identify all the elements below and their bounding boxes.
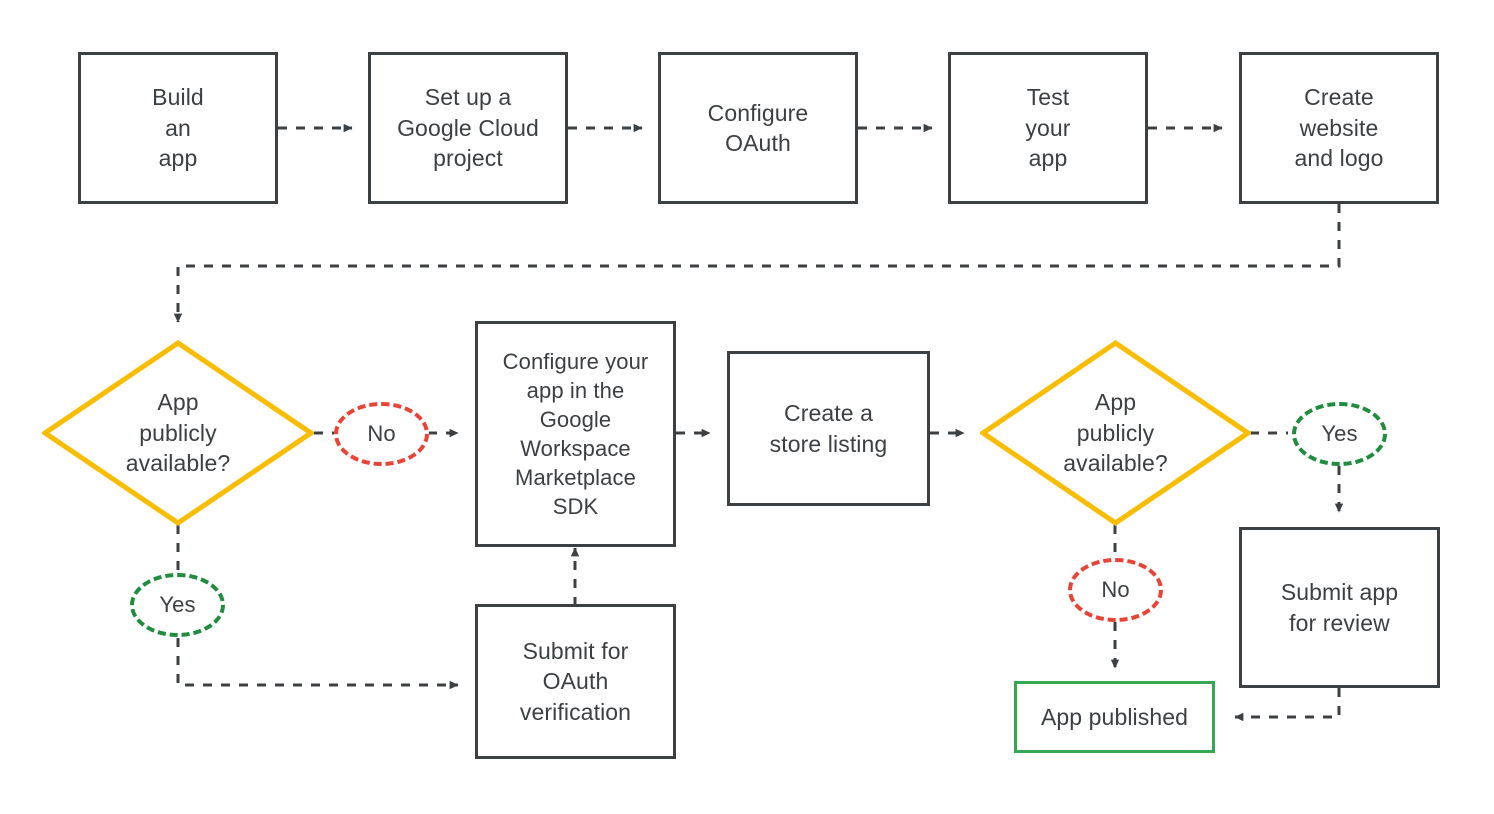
edge-label-no-2-text: No (1101, 577, 1130, 602)
edge-label-no-1-text: No (367, 421, 396, 446)
edge-label-yes-1-text: Yes (159, 592, 196, 617)
edge-label-no-1: No (334, 402, 429, 466)
edge-label-yes-2: Yes (1292, 402, 1387, 466)
edge-yes1-to-oauthverify (176, 638, 459, 690)
edge-website-to-decision1 (173, 204, 1341, 323)
node-app-published-label: App published (1040, 703, 1189, 730)
edge-review-to-published (1234, 688, 1341, 722)
node-app-published[interactable]: App published (1014, 681, 1215, 753)
edge-label-yes-2-text: Yes (1321, 421, 1358, 446)
edge-label-no-2: No (1068, 558, 1163, 622)
diamond-shape-1 (42, 340, 314, 526)
edge-label-yes-1: Yes (130, 573, 225, 637)
diamond-shape-2 (980, 340, 1251, 526)
